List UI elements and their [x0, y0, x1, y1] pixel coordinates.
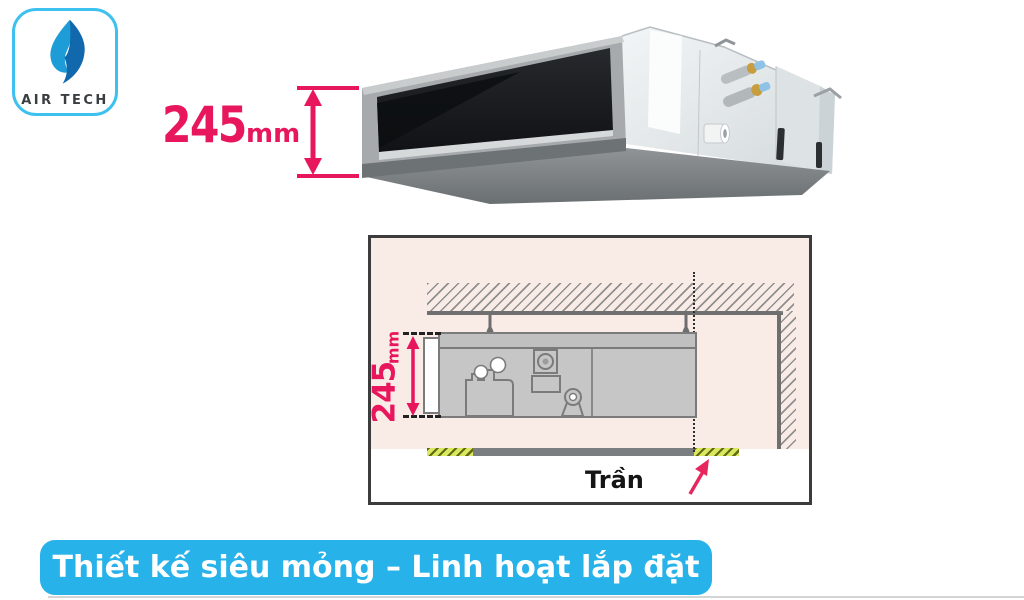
- mounting-bracket-icon: [813, 87, 842, 100]
- air-intake-grille: [377, 48, 613, 153]
- ceiling-panel-green: [427, 448, 473, 456]
- dimension-value: 245: [162, 96, 247, 154]
- page-bottom-border: [48, 596, 1024, 598]
- dimension-dash-bottom: [403, 415, 441, 418]
- pink-pointer-arrow-icon: [688, 459, 709, 495]
- vent-slot: [816, 142, 822, 168]
- banner-text: Thiết kế siêu mỏng – Linh hoạt lắp đặt: [52, 550, 700, 585]
- wall-line: [777, 311, 781, 459]
- wall-hatch: [780, 311, 796, 461]
- dimension-unit: mm: [246, 119, 301, 149]
- brand-name: AIR TECH: [21, 93, 109, 108]
- ceiling-label: Trần: [585, 466, 644, 494]
- ceiling-panel-green: [694, 448, 739, 456]
- below-ceiling-area: [371, 449, 809, 502]
- unit-right-section: [776, 66, 820, 172]
- dimension-cap-bottom: [297, 174, 359, 178]
- unit-side-white-strip: [648, 30, 682, 134]
- dimension-dash-top: [403, 332, 441, 335]
- refrigerant-pipe-icon: [720, 60, 766, 84]
- refrigerant-pipe-icon: [723, 81, 771, 107]
- indoor-unit-side-view: [438, 332, 697, 418]
- front-bottom-band: [362, 138, 626, 178]
- feature-banner: Thiết kế siêu mỏng – Linh hoạt lắp đặt: [40, 540, 712, 595]
- duct-flange: [423, 337, 440, 414]
- double-headed-vertical-arrow-icon: [406, 336, 420, 416]
- unit-top-band: [440, 334, 695, 349]
- concrete-slab-hatch: [427, 283, 794, 311]
- mounting-bracket-icon: [714, 38, 736, 48]
- installation-diagram: 245 mm Trần: [368, 235, 812, 505]
- drain-pipe-icon: [703, 123, 730, 144]
- flame-icon: [50, 19, 85, 84]
- slab-line: [427, 311, 783, 315]
- unit-internals: [465, 347, 593, 416]
- dimension-unit: mm: [383, 330, 403, 365]
- ceiling-line: [473, 448, 694, 456]
- brand-logo: AIR TECH: [12, 8, 118, 116]
- dimension-cap-top: [297, 86, 359, 90]
- double-headed-vertical-arrow-icon: [304, 89, 322, 175]
- unit-underside: [362, 148, 830, 204]
- vent-slot: [776, 127, 785, 161]
- dimension-value: 245: [368, 361, 403, 424]
- product-photo: [362, 26, 842, 204]
- unit-end-face: [818, 86, 835, 174]
